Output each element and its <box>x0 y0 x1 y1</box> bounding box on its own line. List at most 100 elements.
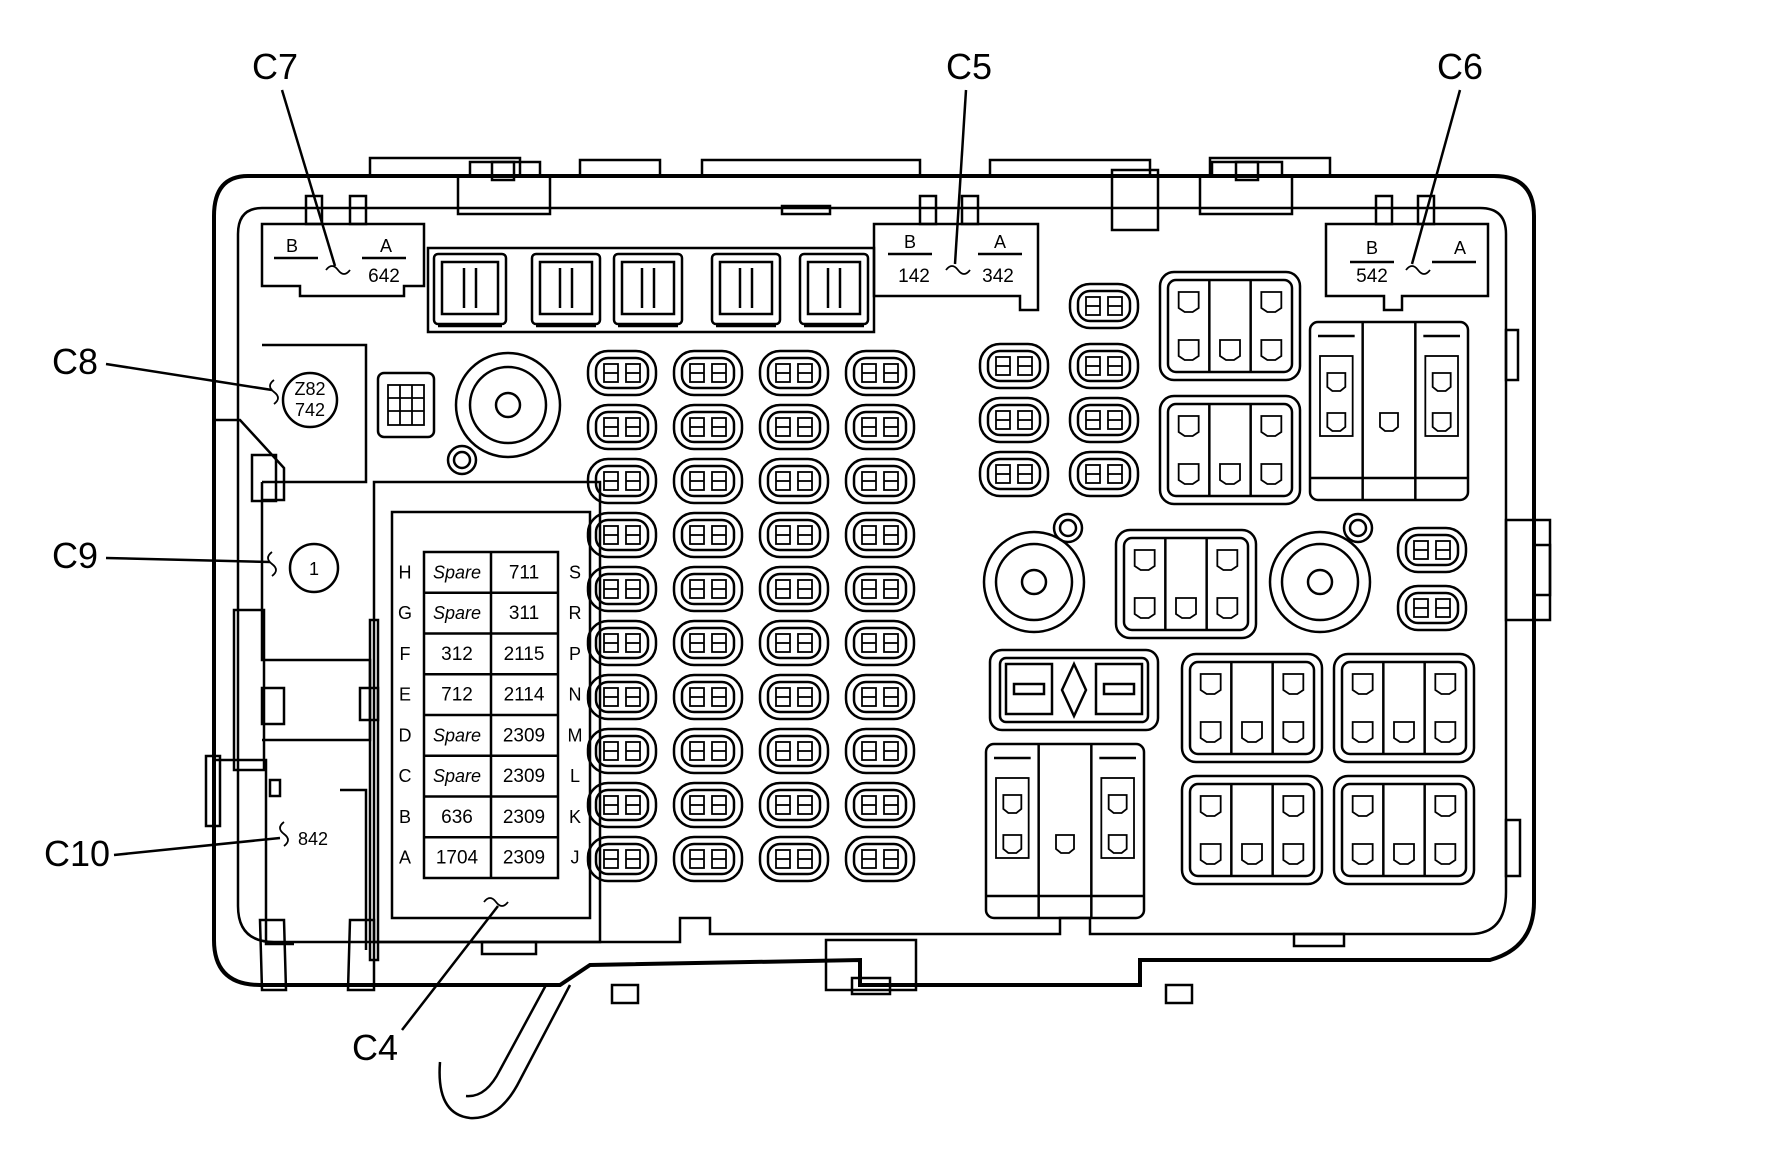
leader-c10 <box>113 836 281 857</box>
mini-fuse <box>758 565 830 613</box>
c4-right-wire: 311 <box>509 603 539 624</box>
c4-left-wire: 636 <box>441 807 473 828</box>
mini-fuse <box>672 835 744 883</box>
mini-fuse <box>844 673 916 721</box>
mini-fuse <box>844 727 916 775</box>
relay-slot <box>612 252 684 326</box>
c4-left-pin: A <box>399 848 411 868</box>
c4-left-pin: F <box>400 644 411 664</box>
c4-right-pin: P <box>569 644 581 664</box>
relay <box>1180 774 1324 886</box>
c4-right-pin: S <box>569 562 581 582</box>
c5-pin-b: B <box>904 232 916 252</box>
mini-fuse <box>672 349 744 397</box>
callout-c8: C8 <box>52 341 98 382</box>
mini-fuse <box>758 835 830 883</box>
relay <box>1332 652 1476 764</box>
c4-left-pin: E <box>399 685 411 705</box>
c4-right-wire: 2309 <box>503 766 545 787</box>
c5-wire-a: 342 <box>982 266 1014 287</box>
leader-c5 <box>953 89 968 265</box>
mini-fuse <box>586 511 658 559</box>
c4-left-wire: Spare <box>433 562 481 582</box>
relay-slot <box>798 252 870 326</box>
mini-fuse <box>844 835 916 883</box>
c4-right-pin: N <box>569 685 582 705</box>
c4-right-wire: 2115 <box>504 644 545 665</box>
mini-fuse <box>672 565 744 613</box>
leader-c8 <box>105 362 273 392</box>
mini-fuse <box>1396 526 1468 574</box>
c7-pin-b: B <box>286 236 298 256</box>
c7-pin-a: A <box>380 236 392 256</box>
mini-fuse <box>844 619 916 667</box>
c4-right-wire: 2309 <box>503 848 545 869</box>
mini-fuse <box>978 450 1050 498</box>
c4-right-wire: 2309 <box>503 725 545 746</box>
mini-fuse <box>758 673 830 721</box>
callout-c9: C9 <box>52 535 98 576</box>
c4-right-wire: 2114 <box>504 685 545 706</box>
relay-area <box>982 270 1476 920</box>
c4-right-pin: K <box>569 807 581 827</box>
mini-fuse <box>844 511 916 559</box>
c6-wire-b: 542 <box>1356 266 1388 287</box>
c5-wire-b: 142 <box>898 266 930 287</box>
tall-relay <box>1308 320 1470 502</box>
mini-fuse <box>672 781 744 829</box>
c8-line1: Z82 <box>294 379 325 399</box>
mini-fuse <box>586 727 658 775</box>
c4-left-pin: G <box>398 603 412 623</box>
housing-outline <box>212 156 1552 1120</box>
mini-fuse <box>586 619 658 667</box>
mini-fuse-grid <box>586 282 1468 883</box>
mini-fuse <box>758 619 830 667</box>
mini-fuse <box>672 727 744 775</box>
c10-wire: 842 <box>298 829 328 849</box>
callout-c7: C7 <box>252 46 298 87</box>
c5-pin-a: A <box>994 232 1006 252</box>
callout-c6: C6 <box>1437 46 1483 87</box>
mini-fuse <box>1396 584 1468 632</box>
mini-fuse <box>586 673 658 721</box>
c8-line2: 742 <box>295 400 325 420</box>
c4-left-pin: C <box>399 766 412 786</box>
mini-fuse <box>1068 282 1140 330</box>
relay <box>1114 528 1258 640</box>
c4-right-pin: L <box>570 766 580 786</box>
mini-fuse <box>844 349 916 397</box>
mini-fuse <box>758 349 830 397</box>
c9-label: 1 <box>309 559 319 579</box>
c4-left-pin: D <box>399 725 412 745</box>
relay-slot <box>530 252 602 326</box>
relay-slot <box>432 252 508 326</box>
c7-wire-a: 642 <box>368 266 400 287</box>
c4-frame <box>372 480 602 944</box>
callouts: C7 C5 C6 C8 C9 C10 C4 Z82 742 1 842 <box>44 46 1483 1068</box>
c4-left-wire: Spare <box>433 725 481 745</box>
relay-slot <box>710 252 782 326</box>
leader-c4 <box>401 905 499 1031</box>
c6-pin-b: B <box>1366 238 1378 258</box>
mini-fuse <box>978 396 1050 444</box>
mini-fuse <box>672 457 744 505</box>
c4-right-wire: 2309 <box>503 807 545 828</box>
relay <box>1158 270 1302 382</box>
mini-fuse <box>844 565 916 613</box>
mini-fuse <box>978 342 1050 390</box>
mini-fuse <box>586 565 658 613</box>
mini-fuse <box>844 781 916 829</box>
relay <box>1332 774 1476 886</box>
tall-relay <box>984 742 1146 920</box>
mini-fuse <box>586 457 658 505</box>
callout-c5: C5 <box>946 46 992 87</box>
mini-fuse <box>672 403 744 451</box>
leader-c6 <box>1410 89 1462 265</box>
c4-left-wire: 312 <box>441 644 473 665</box>
c6-pin-a: A <box>1454 238 1466 258</box>
left-side-structures <box>204 343 562 992</box>
leader-c7 <box>280 89 337 267</box>
